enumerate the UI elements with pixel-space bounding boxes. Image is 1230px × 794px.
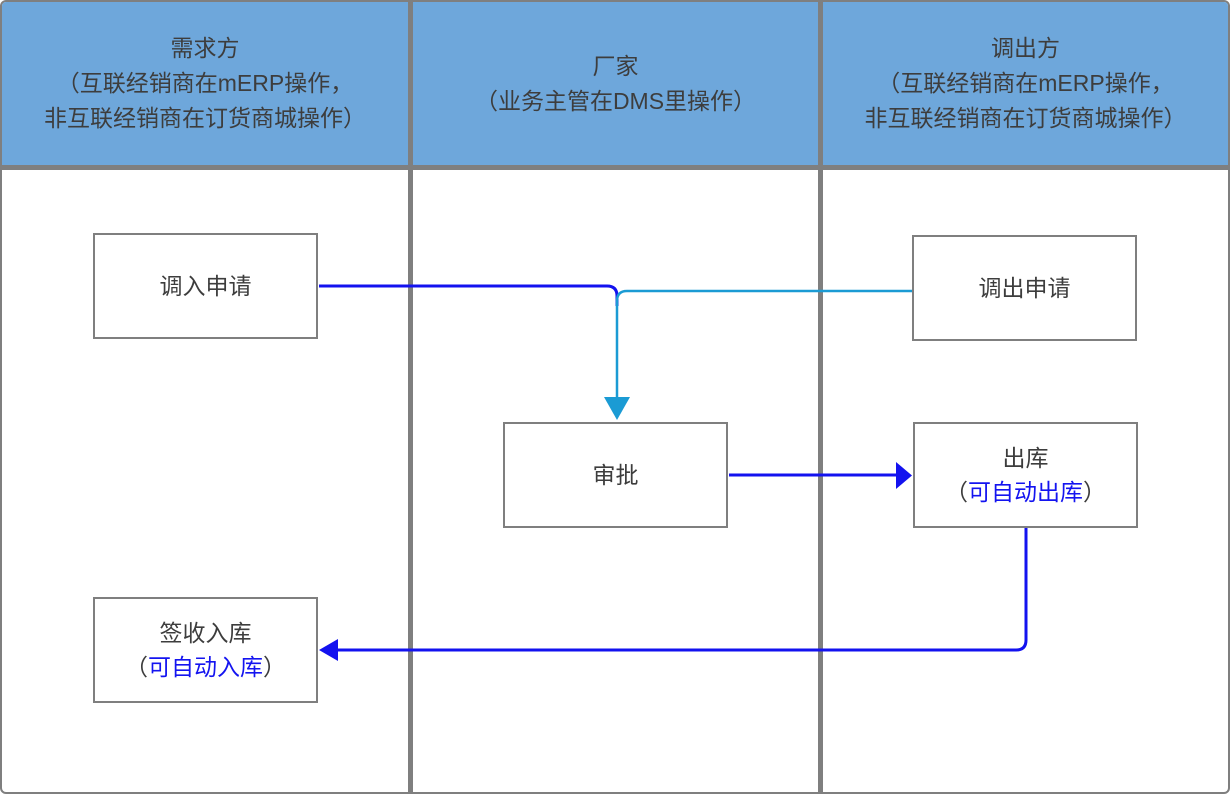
lane-header-demander: 需求方 （互联经销商在mERP操作， 非互联经销商在订货商城操作）	[2, 2, 408, 165]
node-label: 调入申请	[159, 273, 252, 299]
lane-subtitle-line: （业务主管在DMS里操作）	[474, 87, 757, 114]
node-outbound: 出库 （可自动出库）	[913, 422, 1138, 528]
lane-subtitle-line: 非互联经销商在订货商城操作）	[864, 105, 1187, 131]
node-receipt-inbound: 签收入库 （可自动入库）	[93, 597, 318, 703]
lane-subtitle-line: （互联经销商在mERP操作，	[877, 70, 1174, 96]
arrowhead-down-approval	[604, 397, 630, 420]
lane-subtitle-line: 非互联经销商在订货商城操作）	[44, 105, 366, 131]
node-label: 调出申请	[978, 275, 1071, 301]
node-approval: 审批	[503, 422, 728, 528]
paren-open: （	[125, 654, 148, 680]
node-transfer-out-request: 调出申请	[912, 235, 1137, 341]
paren-close: ）	[1083, 479, 1106, 505]
node-label: 出库	[1002, 445, 1049, 471]
edge-outbound-to-receipt	[338, 528, 1028, 652]
node-sublabel-highlight: 可自动入库	[148, 654, 263, 680]
header-divider	[2, 165, 1228, 170]
node-sublabel: （可自动入库）	[125, 650, 286, 684]
arrowhead-right-outbound	[896, 462, 912, 489]
paren-open: （	[945, 479, 968, 505]
lane-title: 厂家	[592, 52, 639, 79]
edge-transfer-in-to-approval	[319, 284, 619, 306]
lane-title: 需求方	[170, 35, 240, 61]
arrowhead-left-receipt	[319, 639, 338, 661]
edge-transfer-out-to-approval	[615, 289, 912, 398]
paren-close: ）	[263, 654, 286, 680]
node-transfer-in-request: 调入申请	[93, 233, 318, 339]
lane-title: 调出方	[991, 35, 1060, 61]
node-label: 审批	[592, 462, 639, 488]
lane-header-manufacturer: 厂家 （业务主管在DMS里操作）	[413, 2, 818, 165]
lane-divider	[408, 2, 413, 792]
lane-header-transferor: 调出方 （互联经销商在mERP操作， 非互联经销商在订货商城操作）	[823, 2, 1228, 165]
lane-divider	[818, 2, 823, 792]
node-label: 签收入库	[159, 620, 252, 646]
lane-subtitle-line: （互联经销商在mERP操作，	[56, 70, 354, 96]
node-sublabel: （可自动出库）	[945, 475, 1106, 509]
node-sublabel-highlight: 可自动出库	[968, 479, 1083, 505]
